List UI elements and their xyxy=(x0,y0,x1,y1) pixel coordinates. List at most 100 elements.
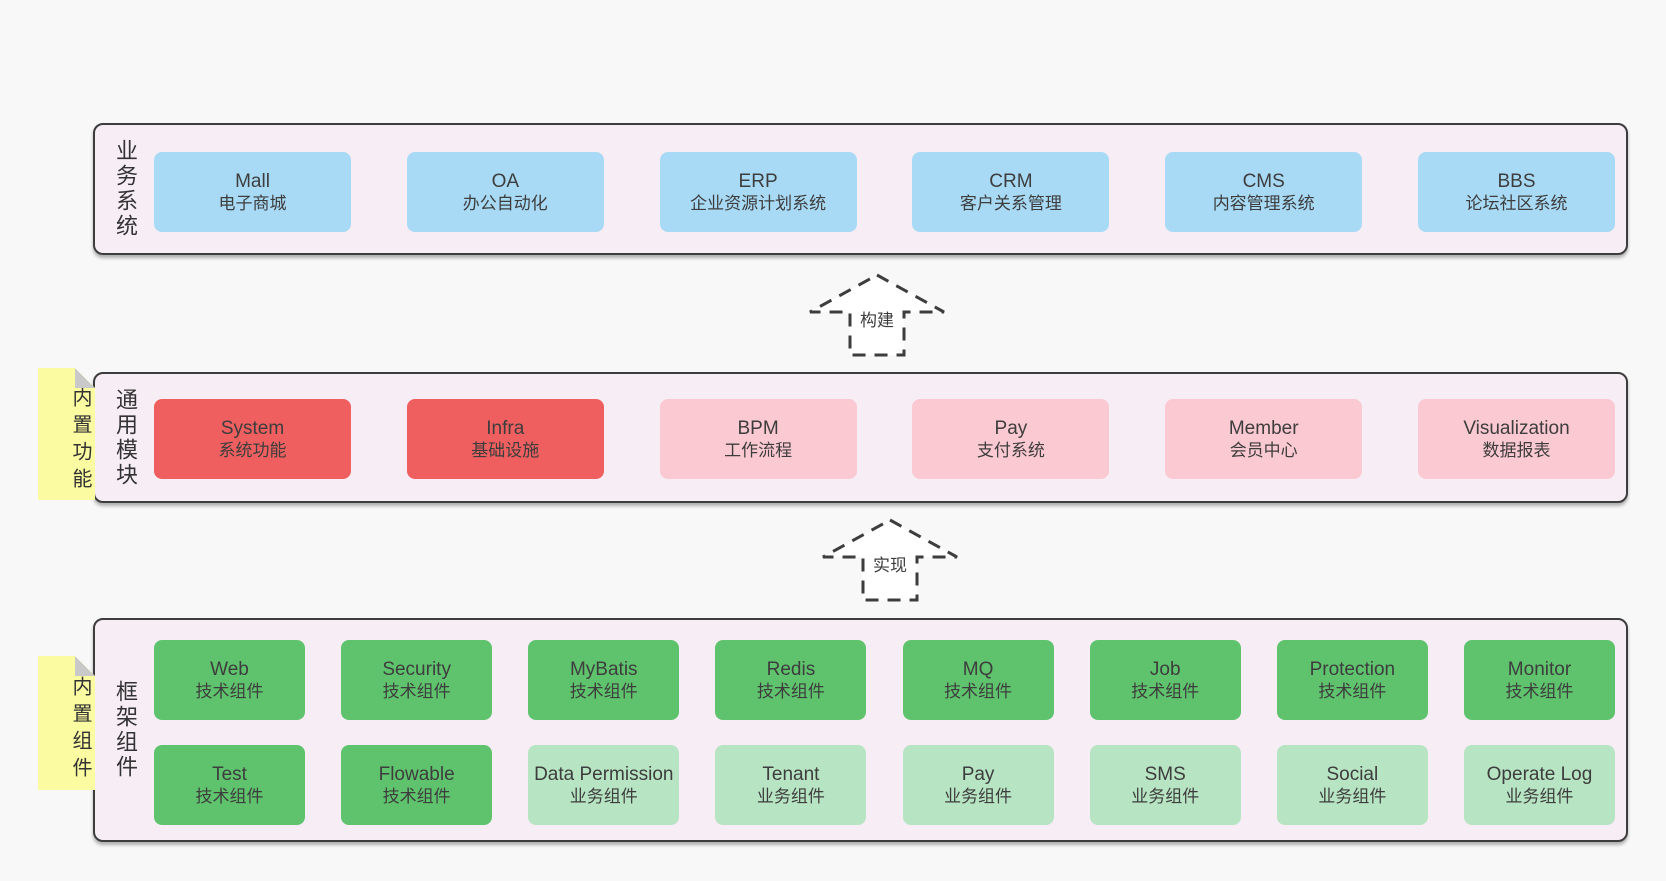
box-visualization: Visualization 数据报表 xyxy=(1417,399,1615,479)
sticky-built-in-features: 内置功能 xyxy=(38,368,95,500)
box-subtitle: 技术组件 xyxy=(382,786,451,806)
dashed-up-arrow-icon xyxy=(822,518,958,602)
box-subtitle: 业务组件 xyxy=(1318,786,1387,806)
box-security: Security 技术组件 xyxy=(341,640,493,720)
box-subtitle: 支付系统 xyxy=(976,440,1045,460)
modules-boxes-row: System 系统功能 Infra 基础设施 BPM 工作流程 Pay 支付系统… xyxy=(154,399,1615,479)
box-subtitle: 工作流程 xyxy=(724,440,793,460)
box-title: ERP xyxy=(738,170,778,192)
box-data-permission: Data Permission 业务组件 xyxy=(528,745,680,825)
box-protection: Protection 技术组件 xyxy=(1276,640,1428,720)
box-mybatis: MyBatis 技术组件 xyxy=(528,640,680,720)
panel-common-modules: 通用模块 System 系统功能 Infra 基础设施 BPM 工作流程 Pay… xyxy=(93,372,1628,503)
box-title: Data Permission xyxy=(534,763,674,785)
box-operate-log: Operate Log 业务组件 xyxy=(1463,745,1615,825)
box-title: Member xyxy=(1228,417,1299,439)
box-title: Mall xyxy=(235,170,270,192)
dashed-up-arrow-icon xyxy=(809,273,945,357)
box-title: Monitor xyxy=(1507,658,1572,680)
box-member: Member 会员中心 xyxy=(1165,399,1363,479)
box-title: BPM xyxy=(737,417,779,439)
box-subtitle: 业务组件 xyxy=(756,786,825,806)
box-title: Tenant xyxy=(762,763,820,785)
box-subtitle: 会员中心 xyxy=(1229,440,1298,460)
build-arrow-label: 构建 xyxy=(860,311,894,330)
box-title: Pay xyxy=(994,417,1028,439)
box-title: BBS xyxy=(1497,170,1536,192)
box-web: Web 技术组件 xyxy=(154,640,305,720)
box-subtitle: 技术组件 xyxy=(1318,681,1387,701)
box-mq: MQ 技术组件 xyxy=(902,640,1054,720)
box-subtitle: 技术组件 xyxy=(195,681,264,701)
box-subtitle: 内容管理系统 xyxy=(1212,193,1315,213)
box-subtitle: 技术组件 xyxy=(944,681,1013,701)
box-subtitle: 电子商城 xyxy=(218,193,287,213)
box-title: CMS xyxy=(1242,170,1285,192)
box-title: SMS xyxy=(1144,763,1186,785)
panel-modules-label: 通用模块 xyxy=(113,387,138,488)
box-subtitle: 办公自动化 xyxy=(462,193,548,213)
business-boxes-row: Mall 电子商城 OA 办公自动化 ERP 企业资源计划系统 CRM 客户关系… xyxy=(154,152,1615,232)
box-subtitle: 技术组件 xyxy=(382,681,451,701)
box-bbs: BBS 论坛社区系统 xyxy=(1417,152,1615,232)
panel-business-systems: 业务系统 Mall 电子商城 OA 办公自动化 ERP 企业资源计划系统 CRM… xyxy=(93,123,1628,255)
box-subtitle: 基础设施 xyxy=(471,440,540,460)
box-pay-component: Pay 业务组件 xyxy=(902,745,1054,825)
box-title: OA xyxy=(491,170,520,192)
box-subtitle: 业务组件 xyxy=(1131,786,1200,806)
box-cms: CMS 内容管理系统 xyxy=(1165,152,1363,232)
box-flowable: Flowable 技术组件 xyxy=(341,745,493,825)
box-bpm: BPM 工作流程 xyxy=(659,399,857,479)
box-title: Infra xyxy=(486,417,525,439)
box-subtitle: 论坛社区系统 xyxy=(1465,193,1568,213)
box-title: CRM xyxy=(989,170,1033,192)
box-title: Redis xyxy=(766,658,816,680)
box-title: Flowable xyxy=(378,763,455,785)
box-infra: Infra 基础设施 xyxy=(406,399,604,479)
sticky-built-in-components: 内置组件 xyxy=(38,656,95,790)
box-mall: Mall 电子商城 xyxy=(154,152,351,232)
box-title: Pay xyxy=(961,763,995,785)
panel-framework-components: 框架组件 Web 技术组件 Security 技术组件 MyBatis 技术组件… xyxy=(93,618,1628,842)
box-subtitle: 技术组件 xyxy=(195,786,264,806)
box-title: System xyxy=(220,417,285,439)
box-title: MQ xyxy=(962,658,994,680)
box-title: Job xyxy=(1149,658,1181,680)
box-subtitle: 客户关系管理 xyxy=(959,193,1062,213)
box-subtitle: 业务组件 xyxy=(569,786,638,806)
box-subtitle: 数据报表 xyxy=(1482,440,1551,460)
box-system: System 系统功能 xyxy=(154,399,351,479)
panel-components-label: 框架组件 xyxy=(113,680,138,780)
box-social: Social 业务组件 xyxy=(1276,745,1428,825)
implement-arrow: 实现 xyxy=(818,517,962,603)
build-arrow: 构建 xyxy=(805,272,949,358)
components-row-1: Web 技术组件 Security 技术组件 MyBatis 技术组件 Redi… xyxy=(154,640,1615,720)
box-tenant: Tenant 业务组件 xyxy=(715,745,867,825)
implement-arrow-label: 实现 xyxy=(873,556,907,575)
box-job: Job 技术组件 xyxy=(1089,640,1241,720)
box-crm: CRM 客户关系管理 xyxy=(912,152,1110,232)
box-pay-system: Pay 支付系统 xyxy=(912,399,1110,479)
box-subtitle: 技术组件 xyxy=(1505,681,1574,701)
box-subtitle: 业务组件 xyxy=(944,786,1013,806)
box-subtitle: 技术组件 xyxy=(756,681,825,701)
box-erp: ERP 企业资源计划系统 xyxy=(659,152,857,232)
panel-business-label: 业务系统 xyxy=(113,139,138,239)
box-title: Social xyxy=(1326,763,1379,785)
box-oa: OA 办公自动化 xyxy=(406,152,604,232)
box-title: Web xyxy=(210,658,249,680)
box-subtitle: 技术组件 xyxy=(569,681,638,701)
box-sms: SMS 业务组件 xyxy=(1089,745,1241,825)
box-title: MyBatis xyxy=(569,658,638,680)
box-subtitle: 系统功能 xyxy=(218,440,287,460)
components-row-2: Test 技术组件 Flowable 技术组件 Data Permission … xyxy=(154,745,1615,825)
box-title: Visualization xyxy=(1463,417,1570,439)
box-redis: Redis 技术组件 xyxy=(715,640,867,720)
box-title: Security xyxy=(382,658,451,680)
box-subtitle: 企业资源计划系统 xyxy=(690,193,827,213)
box-test: Test 技术组件 xyxy=(154,745,305,825)
box-subtitle: 业务组件 xyxy=(1505,786,1574,806)
box-monitor: Monitor 技术组件 xyxy=(1463,640,1615,720)
box-title: Operate Log xyxy=(1486,763,1593,785)
